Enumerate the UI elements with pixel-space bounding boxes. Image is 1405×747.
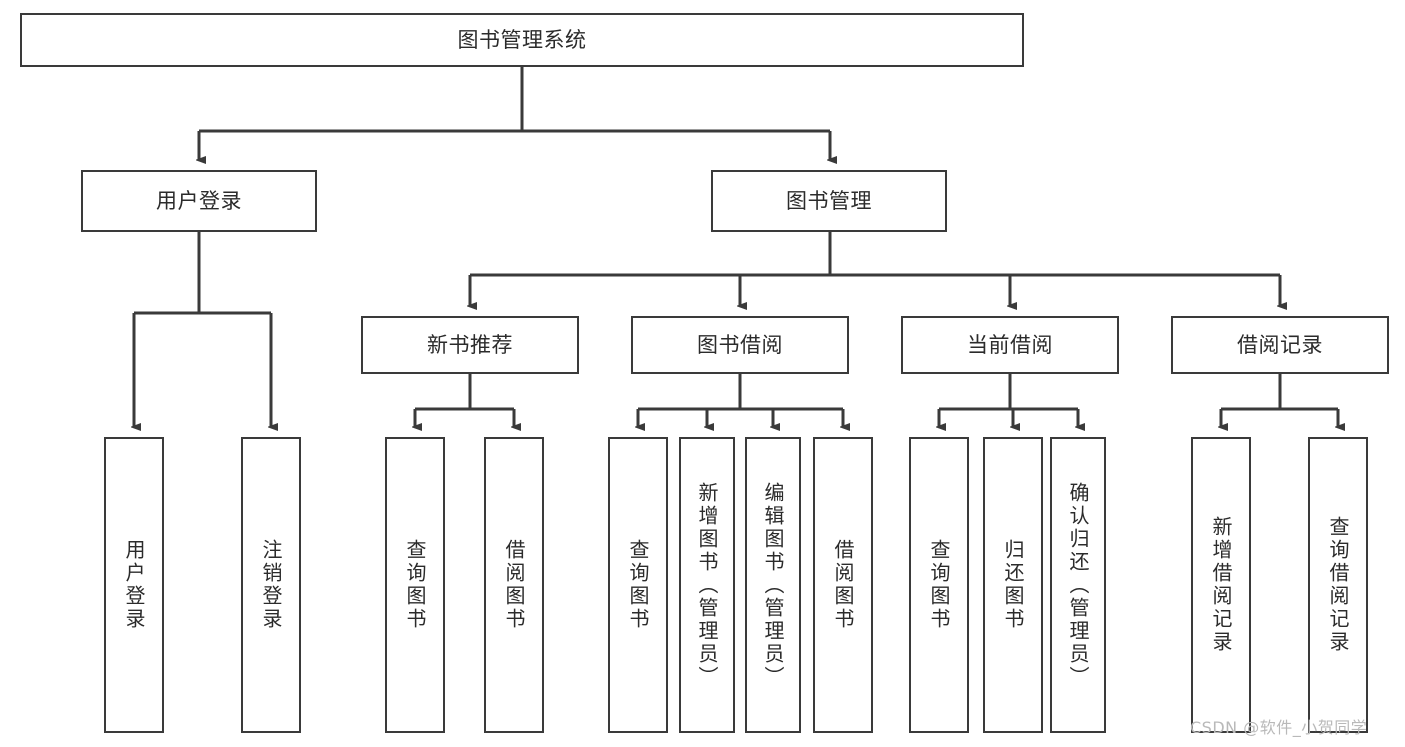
node-leaf-query-record-label: 查询借阅记录: [1326, 516, 1350, 654]
node-leaf-borrow-book-1-label: 借阅图书: [502, 539, 526, 631]
node-user-login[interactable]: 用户登录: [81, 170, 317, 232]
node-leaf-query-book-2-label: 查询图书: [626, 539, 650, 631]
node-leaf-logout[interactable]: 注销登录: [241, 437, 301, 733]
node-leaf-user-login[interactable]: 用户登录: [104, 437, 164, 733]
node-book-borrow-label: 图书借阅: [697, 332, 783, 357]
node-leaf-logout-label: 注销登录: [259, 539, 283, 631]
node-leaf-confirm-return-label: 确认归还（管理员）: [1066, 481, 1090, 689]
node-leaf-add-record[interactable]: 新增借阅记录: [1191, 437, 1251, 733]
node-borrow-record-label: 借阅记录: [1237, 332, 1323, 357]
node-leaf-user-login-label: 用户登录: [122, 539, 146, 631]
node-leaf-add-book-label: 新增图书（管理员）: [695, 481, 719, 689]
node-borrow-record[interactable]: 借阅记录: [1171, 316, 1389, 374]
node-leaf-query-record[interactable]: 查询借阅记录: [1308, 437, 1368, 733]
node-leaf-return-book-label: 归还图书: [1001, 539, 1025, 631]
node-root[interactable]: 图书管理系统: [20, 13, 1024, 67]
node-leaf-query-book-1-label: 查询图书: [403, 539, 427, 631]
node-user-login-label: 用户登录: [156, 188, 242, 213]
node-book-manage[interactable]: 图书管理: [711, 170, 947, 232]
node-leaf-add-record-label: 新增借阅记录: [1209, 516, 1233, 654]
node-current-borrow[interactable]: 当前借阅: [901, 316, 1119, 374]
node-leaf-edit-book[interactable]: 编辑图书（管理员）: [745, 437, 801, 733]
node-leaf-query-book-1[interactable]: 查询图书: [385, 437, 445, 733]
node-leaf-edit-book-label: 编辑图书（管理员）: [761, 481, 785, 689]
node-leaf-query-book-3-label: 查询图书: [927, 539, 951, 631]
csdn-watermark: CSDN @软件_小贺同学: [1190, 718, 1368, 737]
node-root-label: 图书管理系统: [457, 27, 587, 52]
node-leaf-borrow-book-2-label: 借阅图书: [831, 539, 855, 631]
node-new-book-recommend-label: 新书推荐: [427, 332, 513, 357]
node-new-book-recommend[interactable]: 新书推荐: [361, 316, 579, 374]
node-leaf-borrow-book-2[interactable]: 借阅图书: [813, 437, 873, 733]
node-leaf-add-book[interactable]: 新增图书（管理员）: [679, 437, 735, 733]
node-leaf-query-book-2[interactable]: 查询图书: [608, 437, 668, 733]
node-book-manage-label: 图书管理: [786, 188, 872, 213]
node-leaf-query-book-3[interactable]: 查询图书: [909, 437, 969, 733]
node-leaf-borrow-book-1[interactable]: 借阅图书: [484, 437, 544, 733]
node-book-borrow[interactable]: 图书借阅: [631, 316, 849, 374]
node-leaf-return-book[interactable]: 归还图书: [983, 437, 1043, 733]
node-leaf-confirm-return[interactable]: 确认归还（管理员）: [1050, 437, 1106, 733]
node-current-borrow-label: 当前借阅: [967, 332, 1053, 357]
